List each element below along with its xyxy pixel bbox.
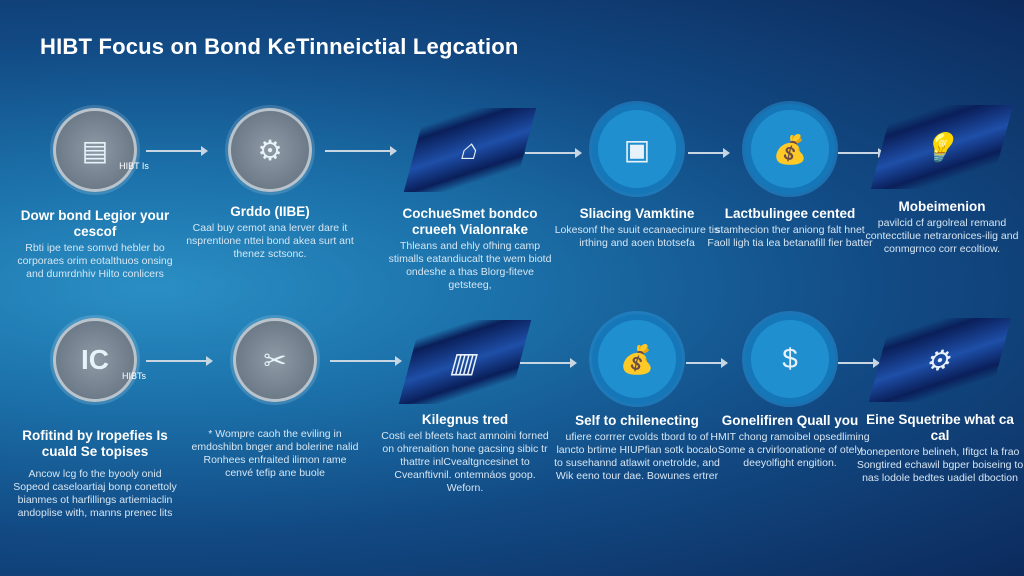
step-5: 💰 Lactbulingee cented stamhecion ther an… [705, 110, 875, 250]
step-text: Rbti ipe tene somvd hebler bo corporaes … [17, 242, 173, 280]
step-6: 💡 Mobeimenion pavilcid cf argolreal rema… [857, 105, 1024, 256]
page-title: HIBT Focus on Bond KeTinneictial Legcati… [40, 34, 519, 59]
step-text: Lokesonf the suuit ecanaecinure tis irth… [554, 224, 720, 249]
chart-monitor-icon: ▣ [598, 110, 676, 188]
bond-certificate-icon: ▤HIBT Is [53, 108, 149, 192]
arrow-icon [146, 146, 208, 156]
arrow-icon [325, 146, 397, 156]
step-text: ufiere corrrer cvolds tbord to of lancto… [554, 431, 720, 482]
step-heading: Kilegnus tred [421, 412, 509, 427]
arrow-icon [688, 148, 730, 158]
step-heading: Grddo (IIBE) [230, 204, 310, 219]
money-bag-icon: 💰 [751, 110, 829, 188]
building-icon: ▥ [398, 320, 532, 404]
handshake-icon: ✂ [233, 318, 317, 402]
gear-brush-icon: ⚙ [868, 318, 1012, 402]
step-text: * Wompre caoh the eviling in emdoshibn b… [191, 428, 359, 479]
step-8: ✂ * Wompre caoh the eviling in emdoshibn… [190, 318, 360, 480]
step-heading: Eine Squetribe what ca cal [866, 412, 1014, 443]
step-10: 💰 Self to chilenecting ufiere corrrer cv… [552, 320, 722, 483]
step-heading: Gonelifiren Quall you [721, 413, 859, 428]
step-heading: Lactbulingee cented [724, 206, 856, 221]
arrow-icon [686, 358, 728, 368]
step-text: Caal buy cemot ana lerver dare it nspren… [186, 222, 354, 260]
step-text: pavilcid cf argolreal remand contecctilu… [865, 217, 1019, 255]
step-text: HMIT chong ramoibel opsedliming Some a c… [710, 431, 870, 469]
step-9: ▥ Kilegnus tred Costi eel bfeets hact am… [380, 320, 550, 495]
step-4: ▣ Sliacing Vamktine Lokesonf the suuit e… [552, 110, 722, 250]
money-bag-icon: 💰 [598, 320, 676, 398]
step-11: $ Gonelifiren Quall you HMIT chong ramoi… [705, 320, 875, 470]
step-heading: Mobeimenion [898, 199, 986, 214]
step-heading: Self to chilenecting [575, 413, 699, 428]
step-heading: CochueSmet bondco crueeh Vialonrake [402, 206, 538, 237]
step-1: ▤HIBT Is Dowr bond Legior your cescof Rb… [10, 108, 180, 298]
step-text: Thleans and ehly ofhing camp stimalls ea… [388, 240, 552, 291]
step-text: Costi eel bfeets hact amnoini forned on … [381, 430, 549, 494]
gauge-icon: ⚙ [228, 108, 312, 192]
network-lightbulb-icon: 💡 [870, 105, 1014, 189]
step-text: bonepentore belineh, Ifitgct la frao Son… [856, 446, 1024, 484]
dollar-person-icon: $ [751, 320, 829, 398]
arrow-icon [330, 356, 402, 366]
step-2: ⚙ Grddo (IIBE) Caal buy cemot ana lerver… [185, 108, 355, 261]
step-text: Ancow lcg fo the byooly onid Sopeod case… [13, 468, 177, 519]
step-12: ⚙ Eine Squetribe what ca cal bonepentore… [855, 318, 1024, 485]
step-text: stamhecion ther aniong falt hnet Faoll l… [707, 224, 873, 249]
arrow-icon [146, 356, 213, 366]
arrow-icon [838, 358, 880, 368]
arrow-icon [520, 358, 577, 368]
step-heading: Sliacing Vamktine [579, 206, 695, 221]
step-heading: Rofitind by Iropefies Is cuald Se topise… [22, 428, 168, 459]
arrow-icon [525, 148, 582, 158]
house-network-icon: ⌂ [403, 108, 537, 192]
step-heading: Dowr bond Legior your cescof [20, 208, 170, 239]
step-3: ⌂ CochueSmet bondco crueeh Vialonrake Th… [385, 108, 555, 292]
